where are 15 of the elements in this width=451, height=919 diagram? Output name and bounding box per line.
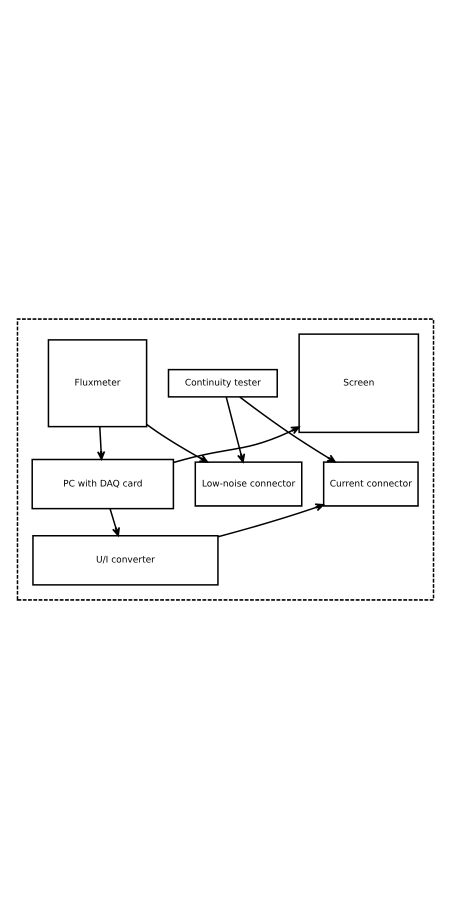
- arrow: [239, 396, 336, 463]
- node-box: Continuity tester: [168, 368, 278, 398]
- node-box: Fluxmeter: [48, 339, 148, 428]
- arrow: [146, 424, 208, 463]
- node-box: PC with DAQ card: [31, 458, 174, 510]
- node-box: U/I converter: [32, 535, 219, 586]
- arrow: [218, 503, 324, 538]
- cluster: [16, 318, 434, 601]
- arrow: [96, 426, 106, 460]
- arrow: [109, 508, 120, 536]
- node-box: Low-noise connector: [194, 461, 303, 507]
- node-box: Screen: [298, 333, 420, 434]
- node-box: Current connector: [322, 461, 419, 507]
- arrow: [225, 396, 246, 463]
- arrow: [173, 426, 300, 464]
